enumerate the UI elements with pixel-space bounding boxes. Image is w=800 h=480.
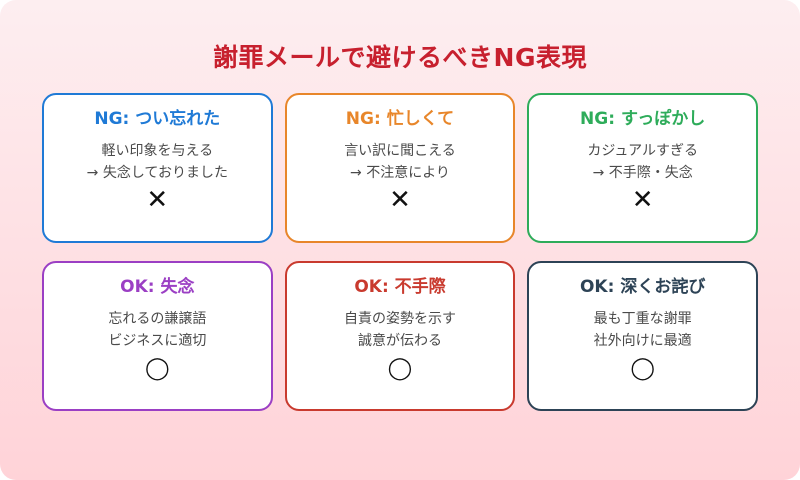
card-title: NG: すっぽかし	[580, 108, 706, 129]
card-ok-fukaku-owabi[interactable]: OK: 深くお詫び 最も丁重な謝罪 社外向けに最適 ◯	[527, 260, 758, 411]
card-body-line-2: → 不注意により	[350, 164, 450, 181]
card-body-line-2: → 不手際・失念	[592, 164, 693, 181]
card-body-line-1: 自責の姿勢を示す	[343, 311, 456, 328]
card-body-line-2: → 失念しておりました	[86, 164, 228, 181]
card-body: 最も丁重な謝罪 社外向けに最適	[594, 309, 692, 352]
card-body: カジュアルすぎる → 不手際・失念	[587, 141, 698, 184]
card-ng-tsui-wasureta[interactable]: NG: つい忘れた 軽い印象を与える → 失念しておりました ✕	[42, 92, 273, 243]
card-body-line-1: 軽い印象を与える	[101, 143, 214, 160]
page-title: 謝罪メールで避けるべきNG表現	[213, 42, 587, 72]
card-ok-futegiwa[interactable]: OK: 不手際 自責の姿勢を示す 誠意が伝わる ◯	[284, 260, 516, 411]
card-title: OK: 失念	[120, 276, 195, 297]
cross-icon: ✕	[631, 184, 654, 215]
card-title: OK: 不手際	[354, 276, 446, 297]
card-body-line-1: 最も丁重な謝罪	[593, 311, 692, 328]
circle-icon: ◯	[145, 355, 170, 381]
cross-icon: ✕	[389, 184, 411, 215]
card-body: 軽い印象を与える → 失念しておりました	[87, 141, 228, 184]
card-body-line-2: 社外向けに最適	[593, 332, 692, 349]
card-body: 自責の姿勢を示す 誠意が伝わる	[344, 309, 456, 352]
card-ng-isogashikute[interactable]: NG: 忙しくて 言い訳に聞こえる → 不注意により ✕	[284, 92, 516, 243]
circle-icon: ◯	[630, 355, 655, 381]
card-title: OK: 深くお詫び	[579, 276, 706, 297]
card-body-line-1: 忘れるの謙譲語	[108, 311, 207, 328]
card-ng-suppokashi[interactable]: NG: すっぽかし カジュアルすぎる → 不手際・失念 ✕	[527, 92, 758, 243]
card-body-line-1: カジュアルすぎる	[587, 143, 698, 160]
card-body-line-1: 言い訳に聞こえる	[344, 143, 456, 160]
card-title: NG: 忙しくて	[345, 108, 455, 129]
card-body: 忘れるの謙譲語 ビジネスに適切	[108, 309, 206, 352]
cross-icon: ✕	[146, 184, 169, 215]
circle-icon: ◯	[387, 355, 413, 381]
card-body-line-2: 誠意が伝わる	[357, 332, 442, 349]
card-title: NG: つい忘れた	[94, 108, 221, 129]
card-body: 言い訳に聞こえる → 不注意により	[344, 141, 456, 184]
card-ok-shitsunen[interactable]: OK: 失念 忘れるの謙譲語 ビジネスに適切 ◯	[42, 260, 273, 411]
card-grid: NG: つい忘れた 軽い印象を与える → 失念しておりました ✕ NG: 忙しく…	[42, 92, 758, 411]
card-body-line-2: ビジネスに適切	[108, 332, 207, 349]
